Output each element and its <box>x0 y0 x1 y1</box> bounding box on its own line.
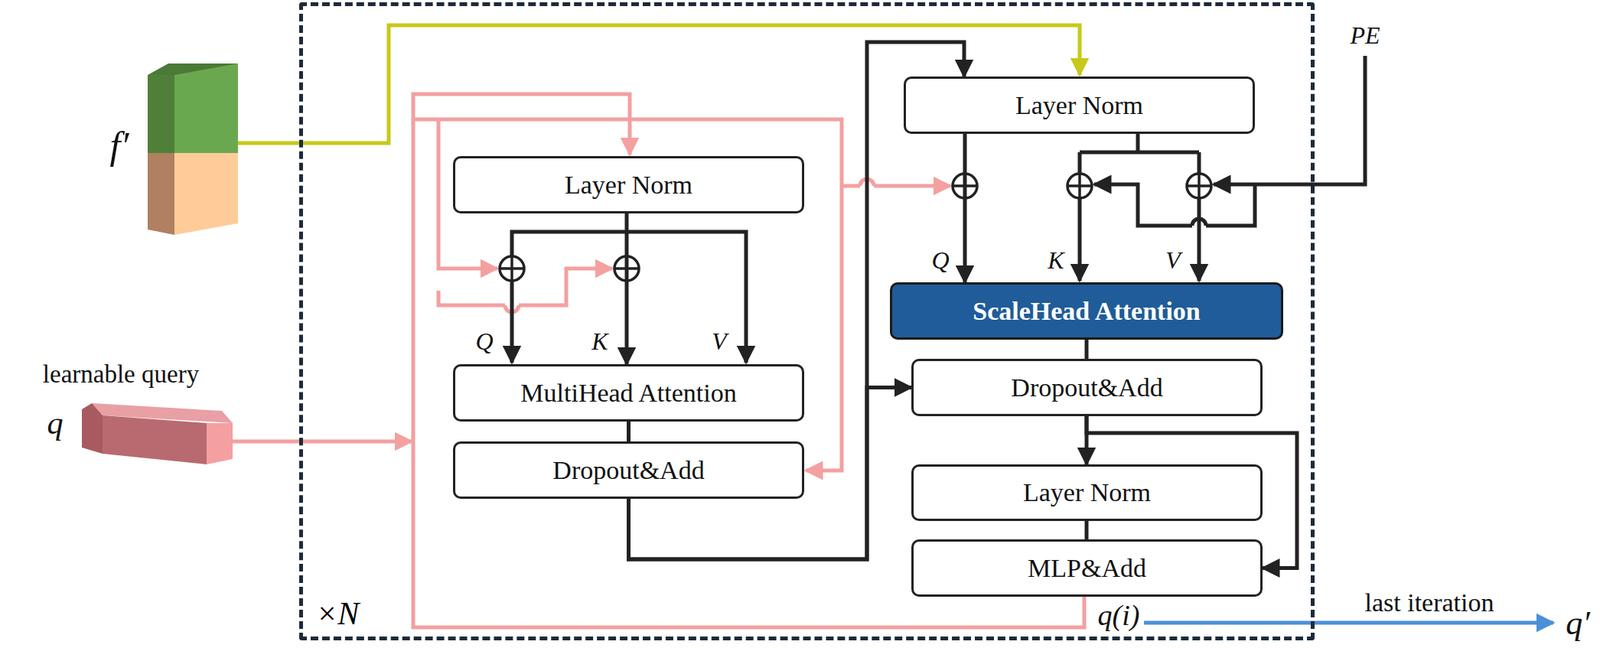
connector <box>625 213 629 365</box>
feature-block <box>147 63 238 235</box>
residual-box: Dropout&Add <box>452 441 805 499</box>
box-label: MultiHead Attention <box>520 378 737 408</box>
residual-box: Dropout&Add <box>911 358 1263 417</box>
port-name: Q <box>475 328 493 356</box>
box-label: ScaleHead Attention <box>972 296 1200 326</box>
output-name: q′ <box>1565 605 1591 642</box>
connector <box>1085 521 1089 540</box>
port-name: Q <box>931 247 949 274</box>
port-name: V <box>1165 247 1181 274</box>
norm-box: Layer Norm <box>903 76 1255 134</box>
query-block <box>81 403 233 465</box>
repeat-count: ×N <box>316 595 359 633</box>
output-name: q(i) <box>1095 599 1143 633</box>
port-name: V <box>711 328 727 356</box>
norm-box: Layer Norm <box>911 464 1263 522</box>
caption-text: learnable query <box>42 360 199 388</box>
connector <box>963 133 968 283</box>
norm-box: Layer Norm <box>452 156 805 214</box>
input-name: PE <box>1349 22 1380 49</box>
box-label: Layer Norm <box>564 170 693 200</box>
box-label: MLP&Add <box>1027 553 1147 584</box>
connector <box>626 421 631 442</box>
attention-box: MultiHead Attention <box>452 364 805 422</box>
port-name: K <box>591 328 608 356</box>
output-arrow <box>1143 621 1554 626</box>
attention-box: ScaleHead Attention <box>889 282 1284 340</box>
caption-text: last iteration <box>1364 588 1494 617</box>
mlp-box: MLP&Add <box>911 539 1263 597</box>
box-label: Layer Norm <box>1015 91 1144 121</box>
port-name: K <box>1047 247 1064 274</box>
query-name: q <box>47 405 64 441</box>
repeat-block: ×NLayer NormMultiHead AttentionDropout&A… <box>299 2 1315 641</box>
connector <box>1085 339 1089 359</box>
box-label: Dropout&Add <box>552 456 704 486</box>
feature-name: f′ <box>110 124 130 167</box>
box-label: Dropout&Add <box>1010 373 1163 403</box>
box-label: Layer Norm <box>1023 478 1151 508</box>
